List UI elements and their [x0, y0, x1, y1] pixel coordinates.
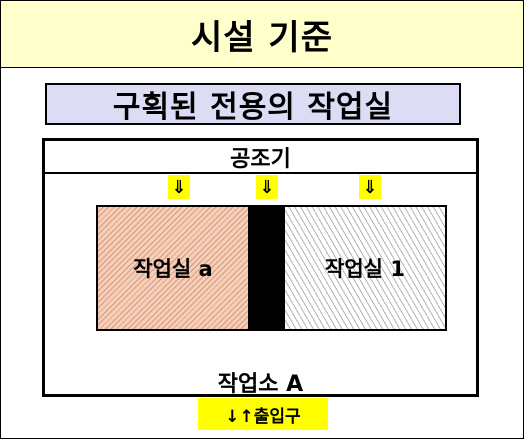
workroom-1: 작업실 1	[285, 205, 447, 331]
workroom-1-label: 작업실 1	[325, 257, 405, 281]
section-subtitle: 구획된 전용의 작업실	[45, 83, 461, 125]
workroom-a-label: 작업실 a	[133, 257, 213, 281]
entrance-label: ↓↑출입구	[198, 398, 328, 430]
page-title: 시설 기준	[1, 1, 523, 68]
partition-wall	[248, 205, 285, 331]
air-conditioner-label: 공조기	[45, 141, 476, 174]
workplace-label: 작업소 A	[217, 372, 304, 397]
airflow-down-arrow-icon: ⇓	[256, 175, 278, 199]
airflow-down-arrow-icon: ⇓	[359, 175, 381, 199]
workroom-a: 작업실 a	[96, 205, 248, 331]
workplace-diagram: 공조기 ⇓ ⇓ ⇓ 작업실 a 작업실 1 작업소 A	[42, 138, 479, 397]
airflow-down-arrow-icon: ⇓	[168, 175, 190, 199]
